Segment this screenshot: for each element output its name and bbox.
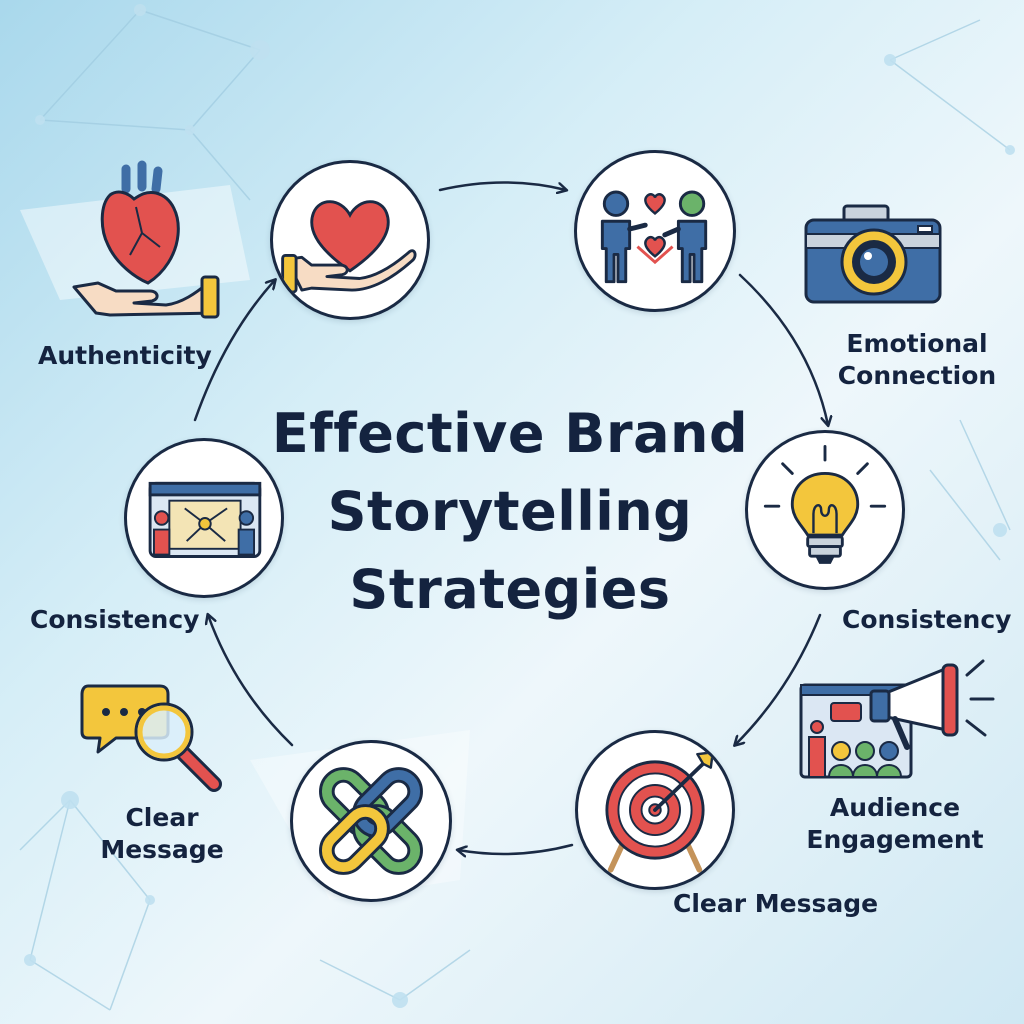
label-clear-message-bottom: Clear Message bbox=[673, 889, 879, 918]
arrow-2 bbox=[738, 273, 828, 425]
title-line-2: Storytelling bbox=[327, 480, 693, 543]
label-clear-message-left: Clear Message bbox=[100, 803, 224, 864]
presentation-board-icon bbox=[124, 438, 284, 598]
label-audience-engagement: Audience Engagement bbox=[806, 793, 984, 854]
arrow-4 bbox=[458, 843, 574, 854]
title-line-1: Effective Brand bbox=[271, 402, 749, 465]
title-line-3: Strategies bbox=[349, 558, 671, 621]
arrow-5 bbox=[208, 615, 294, 747]
label-consistency-right: Consistency bbox=[842, 605, 1012, 634]
heart-in-hand-icon bbox=[270, 160, 430, 320]
camera-icon bbox=[800, 200, 945, 310]
chat-bubble-magnifier-icon bbox=[80, 680, 225, 795]
diagram-title: Effective Brand Storytelling Strategies bbox=[230, 395, 790, 629]
arrow-1 bbox=[438, 181, 566, 191]
lightbulb-icon bbox=[745, 430, 905, 590]
label-consistency-left: Consistency bbox=[30, 605, 200, 634]
target-with-arrow-icon bbox=[575, 730, 735, 890]
label-authenticity: Authenticity bbox=[38, 341, 212, 370]
chain-links-icon bbox=[290, 740, 452, 902]
anatomical-heart-on-hand-icon bbox=[70, 155, 225, 330]
arrow-6 bbox=[193, 280, 275, 422]
label-emotional-connection: Emotional Connection bbox=[837, 329, 997, 390]
arrow-3 bbox=[735, 613, 822, 745]
people-exchanging-hearts-icon bbox=[574, 150, 736, 312]
megaphone-audience-icon bbox=[795, 655, 1000, 785]
